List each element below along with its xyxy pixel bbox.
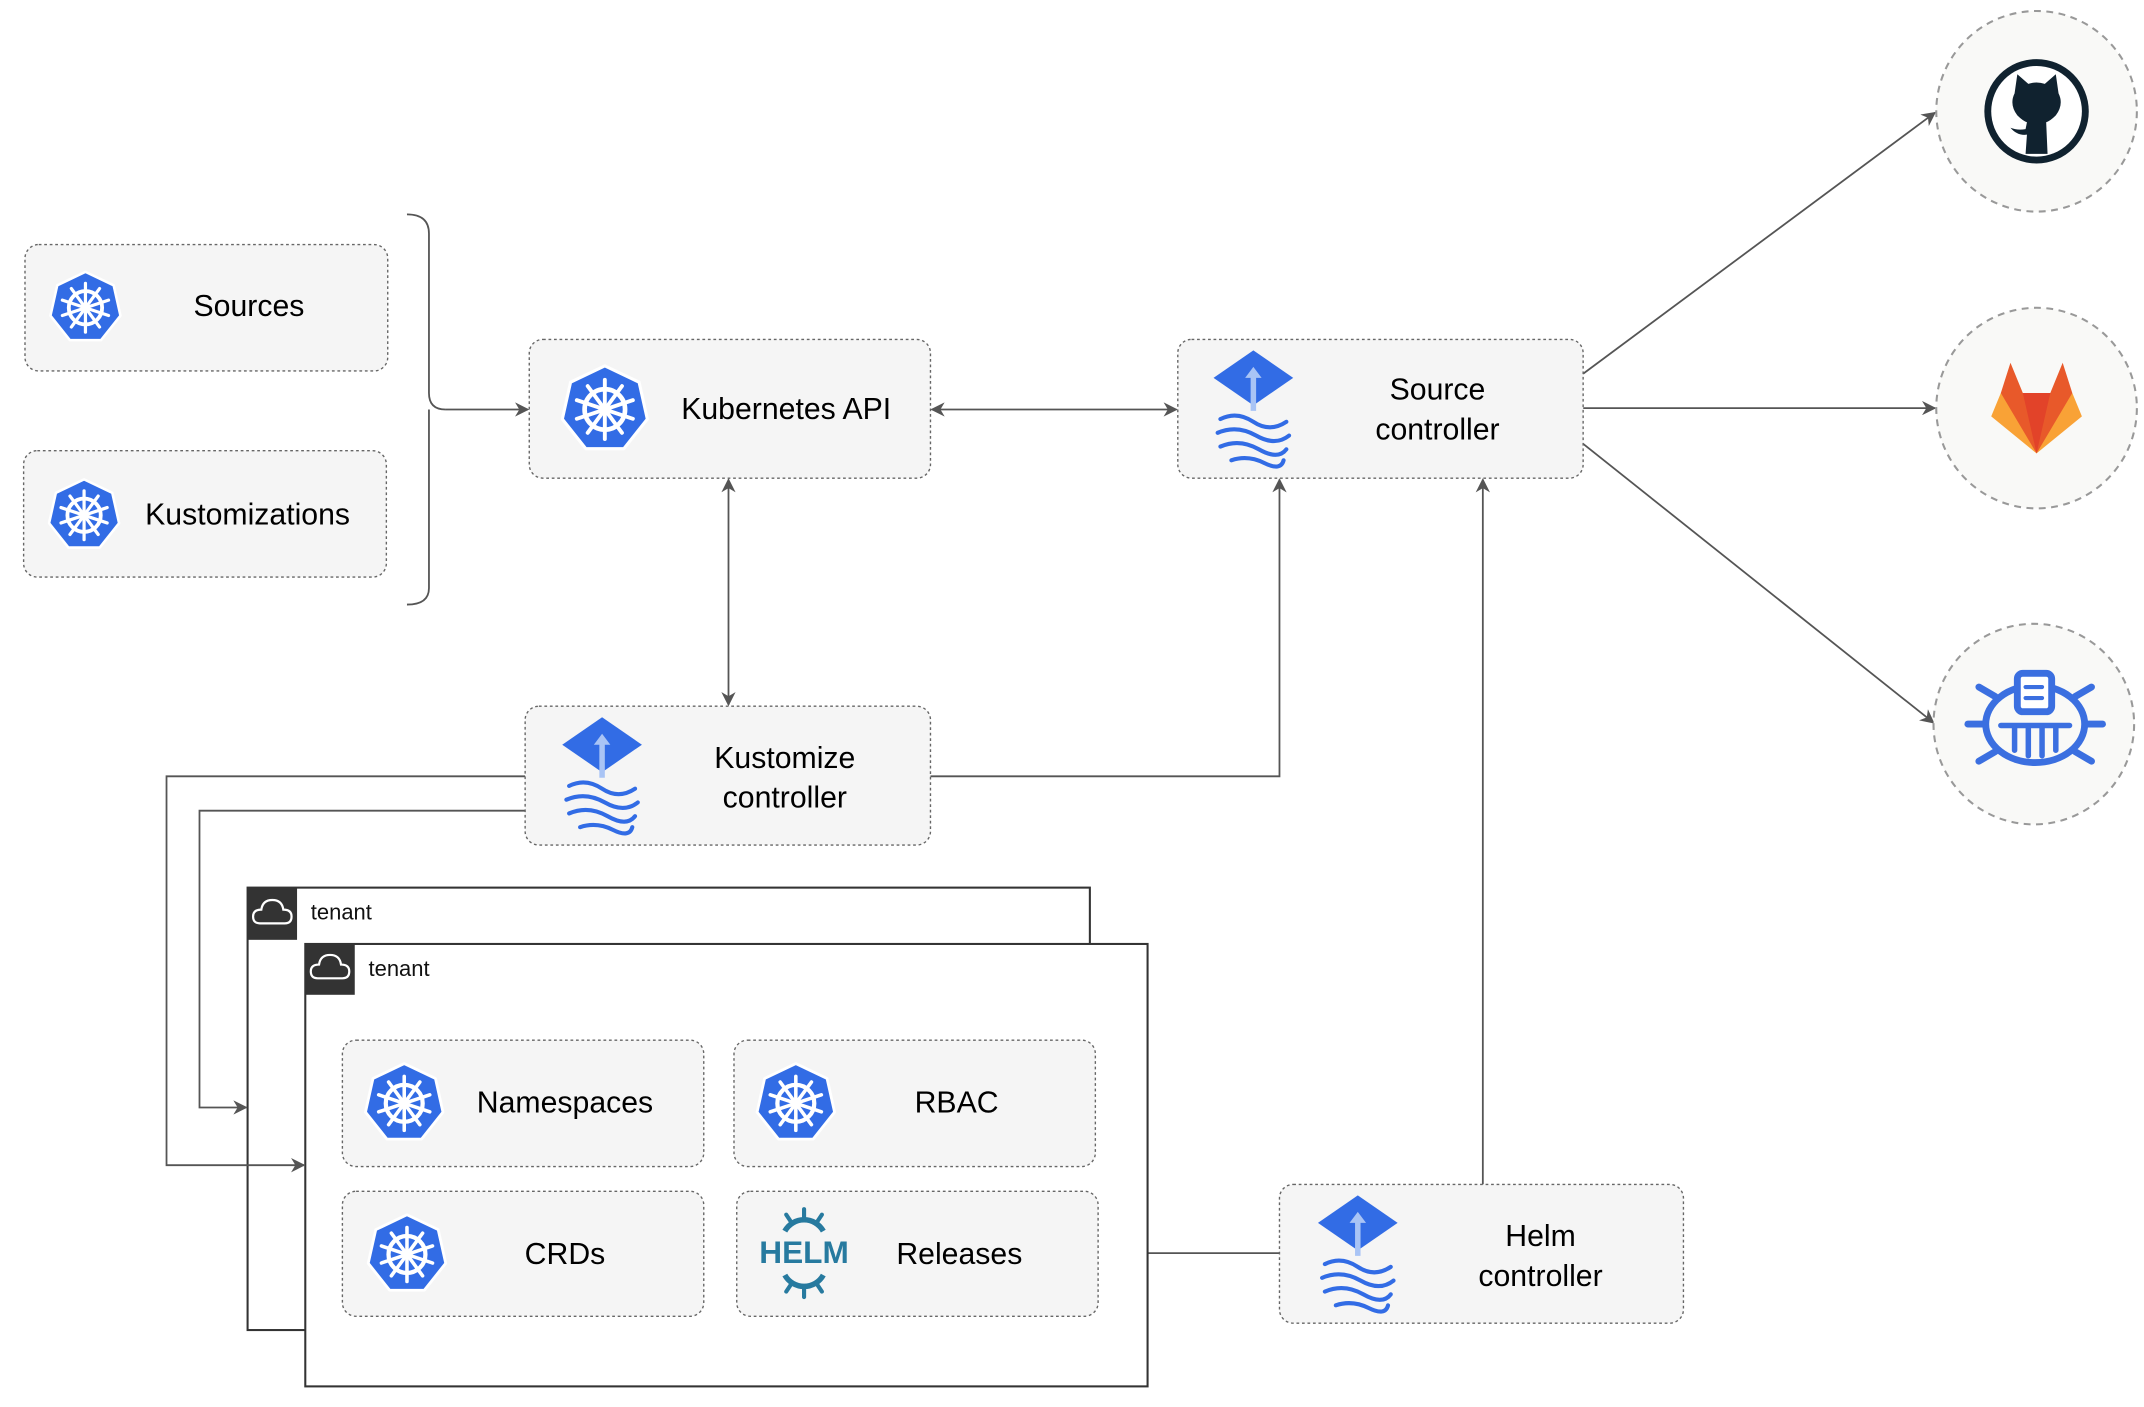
node-label: Source — [1390, 374, 1486, 407]
tenant-label: tenant — [369, 956, 430, 981]
external-container-registry[interactable] — [1932, 622, 2136, 826]
node-kustomizations[interactable]: Kustomizations — [22, 449, 388, 578]
brace — [406, 213, 446, 606]
edge-kustomize-to-tenant-back — [198, 809, 526, 1115]
node-label: Kustomize — [714, 742, 855, 775]
github-icon — [1984, 59, 2089, 164]
gitlab-icon — [1991, 362, 2082, 454]
helm-icon-text: HELM — [759, 1234, 849, 1270]
node-label: Kubernetes API — [681, 393, 891, 426]
node-label: Releases — [896, 1238, 1022, 1271]
node-releases[interactable]: HELM Releases — [736, 1190, 1099, 1318]
external-gitlab[interactable] — [1935, 306, 2138, 510]
edge-kustomize-to-tenant-front — [165, 775, 526, 1173]
helm-icon: HELM — [759, 1207, 849, 1300]
node-source-controller[interactable]: Source controller — [1177, 338, 1584, 479]
node-kustomize-controller[interactable]: Kustomize controller — [524, 705, 932, 846]
container-registry-icon — [1964, 669, 2106, 767]
external-github[interactable] — [1935, 9, 2138, 213]
edge-source-to-github — [1582, 111, 1937, 375]
node-label: Kustomizations — [145, 499, 350, 532]
node-label: Helm — [1505, 1220, 1576, 1253]
node-crds[interactable]: CRDs — [341, 1190, 705, 1318]
edges — [406, 111, 1937, 1261]
node-label: RBAC — [915, 1087, 999, 1120]
node-label: controller — [723, 782, 847, 815]
edge-source-to-registry — [1582, 443, 1935, 724]
node-label: Sources — [194, 290, 305, 323]
node-label: controller — [1375, 413, 1499, 446]
edge-kustomize-to-source — [930, 478, 1287, 778]
node-rbac[interactable]: RBAC — [733, 1039, 1097, 1168]
tenant-label: tenant — [311, 900, 372, 925]
node-label: Namespaces — [477, 1087, 653, 1120]
node-helm-controller[interactable]: Helm controller — [1278, 1183, 1685, 1324]
node-namespaces[interactable]: Namespaces — [341, 1039, 705, 1168]
node-label: controller — [1478, 1260, 1602, 1293]
node-kubernetes-api[interactable]: Kubernetes API — [528, 338, 932, 479]
node-sources[interactable]: Sources — [24, 243, 389, 372]
node-label: CRDs — [525, 1238, 606, 1271]
